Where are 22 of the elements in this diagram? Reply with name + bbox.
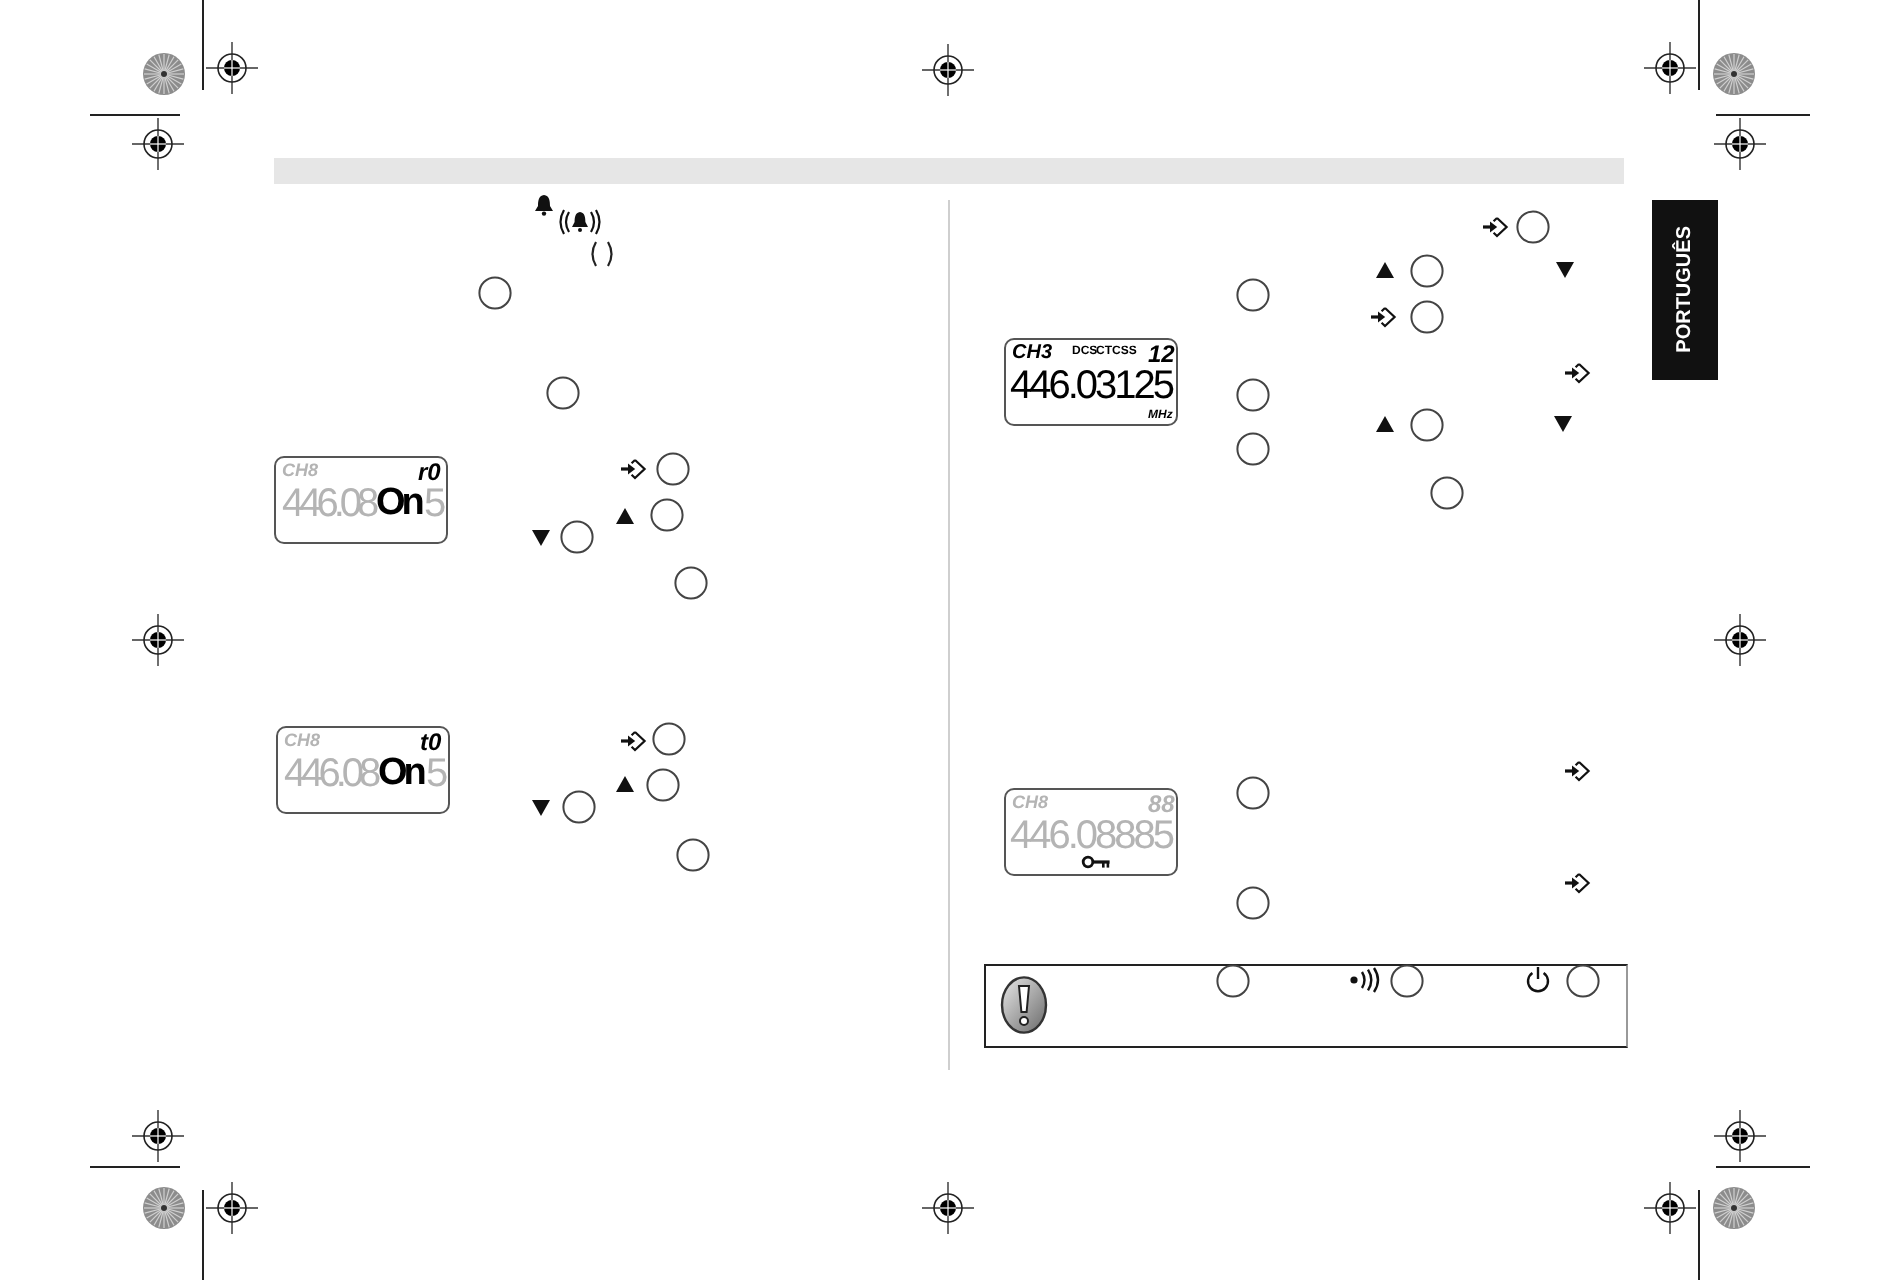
frequency-digits: 446.08 <box>284 754 377 794</box>
channel-label: CH8 <box>284 732 321 750</box>
code-number: 12 <box>1148 342 1175 366</box>
lcd-display <box>276 726 450 814</box>
language-tab <box>1652 200 1718 380</box>
lcd-display <box>1004 788 1178 876</box>
menu-code: t0 <box>420 730 442 754</box>
frequency-digits: 5 <box>426 754 444 794</box>
channel-label: CH8 <box>1012 794 1049 812</box>
setting-value: On <box>376 484 421 522</box>
frequency-digits: 5 <box>424 484 442 524</box>
frequency-digits: 446.08 <box>282 484 375 524</box>
frequency-readout: 446.03125 <box>1010 366 1173 406</box>
frequency-readout: 446.08885 <box>1010 816 1173 856</box>
lcd-display <box>274 456 448 544</box>
code-number: 88 <box>1148 792 1175 816</box>
menu-code: r0 <box>418 460 441 484</box>
lcd-display <box>1004 338 1178 426</box>
setting-value: On <box>378 754 423 792</box>
channel-label: CH3 <box>1012 344 1053 364</box>
tab-label: PORTUGUÊS <box>1675 226 1695 354</box>
channel-label: CH8 <box>282 462 319 480</box>
